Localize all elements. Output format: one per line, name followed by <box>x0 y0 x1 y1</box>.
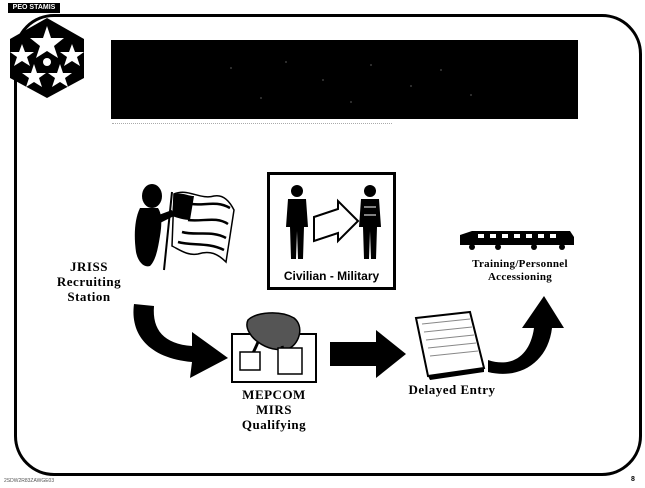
delayed-entry-label: Delayed Entry <box>408 382 496 397</box>
five-stars-emblem-icon <box>10 18 84 98</box>
american-flag-icon <box>163 191 235 271</box>
footer-code: 2SDW2R83ZAWGE03 <box>4 478 55 484</box>
slide-frame <box>14 14 642 476</box>
slide-title-bar <box>111 40 578 119</box>
recruiter-figure-icon <box>134 184 174 267</box>
curved-arrow-up-right-icon <box>488 296 564 374</box>
delayed-entry-document-icon <box>414 310 486 380</box>
title-texture <box>230 61 472 103</box>
curved-arrow-down-right-icon <box>133 304 228 378</box>
qualifying-desk-illustration <box>231 312 317 383</box>
civilian-military-caption: Civilian - Military <box>283 269 380 283</box>
training-accessioning-label: Training/Personnel Accessioning <box>472 258 568 283</box>
train-icon <box>460 231 574 250</box>
right-arrow-icon <box>313 198 360 244</box>
civilian-figure-icon <box>286 185 308 259</box>
recruiting-station-label: JRISS Recruiting Station <box>56 259 122 304</box>
title-underline <box>112 123 392 124</box>
civilian-military-box: Civilian - Military <box>267 172 396 290</box>
document-icon <box>277 347 303 375</box>
civilian-to-military-illustration <box>286 185 381 259</box>
document-icon-2 <box>239 351 261 371</box>
page-number: 8 <box>631 476 635 483</box>
logo-tag: PEO STAMIS <box>8 3 60 13</box>
recruiter-with-flag-illustration <box>134 184 235 271</box>
mepcom-qualifying-label: MEPCOM MIRS Qualifying <box>241 387 307 432</box>
military-figure-icon <box>359 185 381 259</box>
right-arrow-large-icon <box>330 330 406 378</box>
